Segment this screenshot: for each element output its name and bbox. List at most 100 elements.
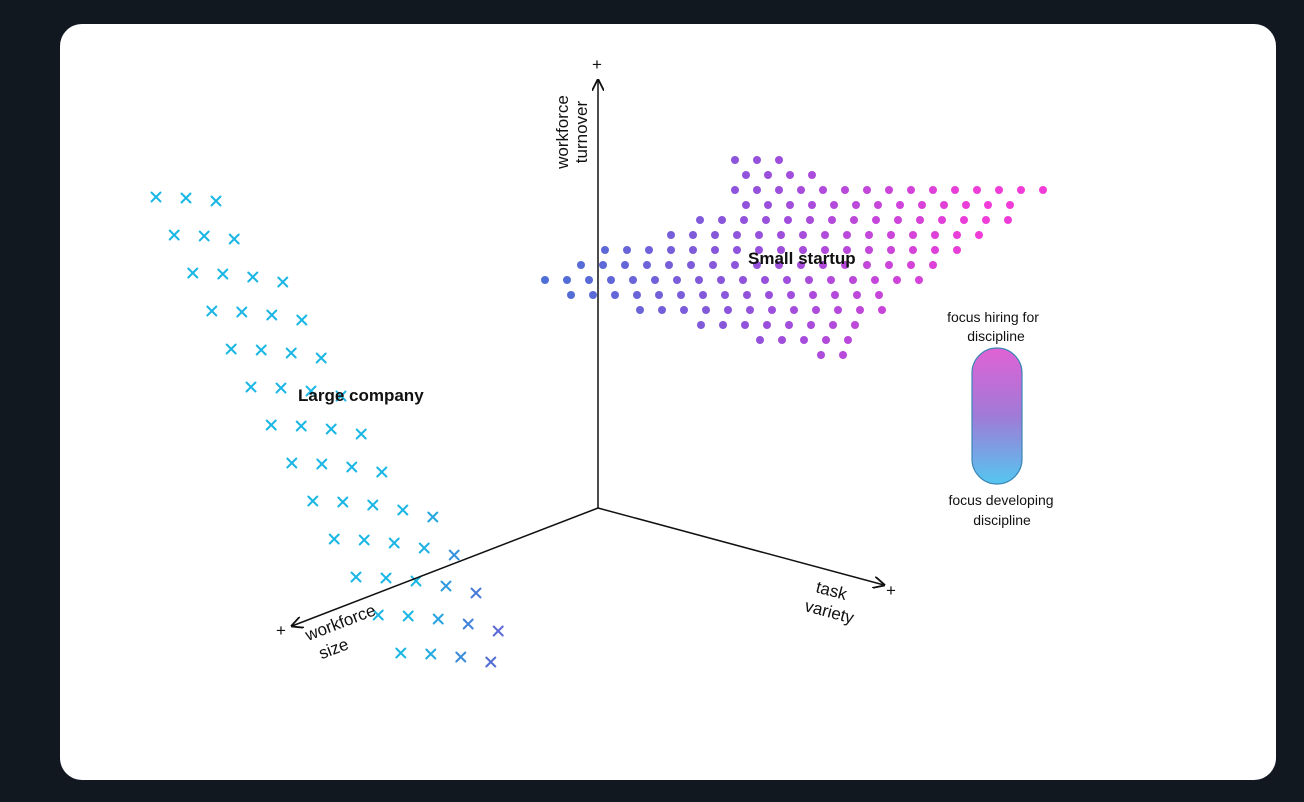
dot-marker — [841, 186, 849, 194]
dot-marker — [667, 246, 675, 254]
dot-marker — [711, 246, 719, 254]
dot-marker — [755, 231, 763, 239]
dot-marker — [756, 336, 764, 344]
dot-marker — [995, 186, 1003, 194]
x-marker — [307, 495, 319, 507]
dot-marker — [975, 231, 983, 239]
dot-marker — [885, 186, 893, 194]
dot-marker — [909, 231, 917, 239]
x-marker — [372, 609, 384, 621]
dot-marker — [821, 246, 829, 254]
dot-marker — [852, 201, 860, 209]
x-marker — [228, 233, 240, 245]
dot-marker — [689, 246, 697, 254]
x-marker — [225, 343, 237, 355]
x-marker — [305, 385, 317, 397]
dot-marker — [915, 276, 923, 284]
dot-marker — [807, 321, 815, 329]
dot-marker — [733, 246, 741, 254]
x-marker — [425, 648, 437, 660]
dot-marker — [931, 246, 939, 254]
dot-marker — [636, 306, 644, 314]
dot-marker — [819, 186, 827, 194]
dot-marker — [856, 306, 864, 314]
dot-marker — [629, 276, 637, 284]
dot-marker — [743, 291, 751, 299]
legend-bottom-label-line1: focus developing — [948, 492, 1053, 508]
dot-marker — [916, 216, 924, 224]
x-marker — [410, 575, 422, 587]
dot-marker — [951, 186, 959, 194]
dot-marker — [633, 291, 641, 299]
dot-marker — [828, 216, 836, 224]
dot-marker — [746, 306, 754, 314]
x-marker — [328, 533, 340, 545]
dot-marker — [718, 216, 726, 224]
dot-marker — [1004, 216, 1012, 224]
x-marker — [150, 191, 162, 203]
dot-marker — [695, 276, 703, 284]
dot-marker — [821, 231, 829, 239]
dot-marker — [611, 291, 619, 299]
dot-marker — [577, 261, 585, 269]
dot-marker — [982, 216, 990, 224]
dot-marker — [753, 156, 761, 164]
large-company-label: Large company — [298, 386, 424, 405]
x-marker — [275, 382, 287, 394]
task-variety-axis-label: task variety — [803, 578, 857, 628]
dot-marker — [567, 291, 575, 299]
dot-marker — [733, 231, 741, 239]
dot-marker — [953, 246, 961, 254]
dot-marker — [742, 171, 750, 179]
dot-marker — [799, 246, 807, 254]
dot-marker — [761, 276, 769, 284]
dot-marker — [623, 246, 631, 254]
dot-marker — [784, 216, 792, 224]
x-marker — [277, 276, 289, 288]
dot-marker — [697, 321, 705, 329]
x-marker — [350, 571, 362, 583]
x-marker — [462, 618, 474, 630]
x-marker — [388, 537, 400, 549]
x-marker — [397, 504, 409, 516]
dot-marker — [783, 276, 791, 284]
diagram-card — [60, 24, 1276, 780]
x-marker — [346, 461, 358, 473]
dot-marker — [541, 276, 549, 284]
dot-marker — [665, 261, 673, 269]
dot-marker — [812, 306, 820, 314]
dot-marker — [786, 171, 794, 179]
dot-marker — [651, 276, 659, 284]
dot-marker — [786, 201, 794, 209]
x-marker — [265, 419, 277, 431]
dot-marker — [929, 186, 937, 194]
dot-marker — [829, 321, 837, 329]
dot-marker — [893, 276, 901, 284]
dot-marker — [863, 261, 871, 269]
x-marker — [367, 499, 379, 511]
legend-gradient-bar — [971, 347, 1023, 485]
dot-marker — [844, 336, 852, 344]
dot-marker — [711, 231, 719, 239]
x-marker — [455, 651, 467, 663]
x-marker — [187, 267, 199, 279]
x-marker — [245, 381, 257, 393]
dot-marker — [762, 216, 770, 224]
task-variety-plus-sign: + — [886, 581, 896, 600]
dot-marker — [696, 216, 704, 224]
x-marker — [337, 496, 349, 508]
x-marker — [286, 457, 298, 469]
x-marker — [395, 647, 407, 659]
x-marker — [295, 420, 307, 432]
dot-marker — [643, 261, 651, 269]
dot-marker — [790, 306, 798, 314]
dot-marker — [702, 306, 710, 314]
dot-marker — [887, 246, 895, 254]
dot-marker — [878, 306, 886, 314]
x-marker — [432, 613, 444, 625]
x-marker — [470, 587, 482, 599]
dot-marker — [585, 276, 593, 284]
dot-marker — [658, 306, 666, 314]
dot-marker — [687, 261, 695, 269]
dot-marker — [765, 291, 773, 299]
